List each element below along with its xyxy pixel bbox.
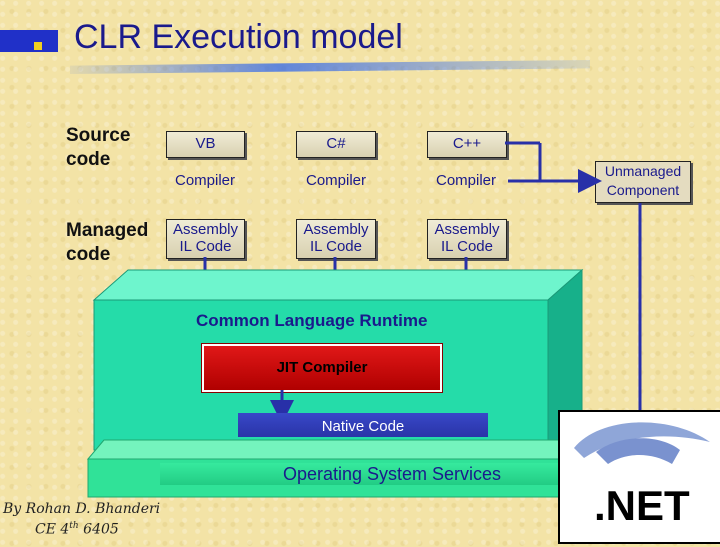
assembly-label: Assembly <box>172 221 239 238</box>
managed-code-label: Managed code <box>66 219 148 267</box>
jit-compiler-box: JIT Compiler <box>201 343 443 393</box>
author-name: By Rohan D. Bhanderi <box>3 501 161 517</box>
os-services-label: Operating System Services <box>160 463 624 485</box>
assembly-label: Assembly <box>434 221 500 238</box>
native-code-box: Native Code <box>238 413 488 437</box>
author-credit: By Rohan D. Bhanderi CE 4th 6405 <box>3 501 160 539</box>
il-code-label: IL Code <box>179 238 232 255</box>
il-code-label: IL Code <box>441 238 493 255</box>
il-code-label: IL Code <box>310 238 362 255</box>
unmanaged-component-box: Unmanaged Component <box>595 161 691 203</box>
slide-title: CLR Execution model <box>74 18 403 56</box>
source-code-label-line2: code <box>66 149 111 170</box>
assembly-box-vb: Assembly IL Code <box>166 219 245 259</box>
assembly-label: Assembly <box>303 221 369 238</box>
compiler-label-csharp: Compiler <box>305 172 366 189</box>
lang-box-csharp: C# <box>296 131 376 158</box>
source-code-label-line1: Source <box>66 125 131 146</box>
unmanaged-label-line2: Component <box>606 182 680 198</box>
managed-code-label-line2: code <box>66 244 111 265</box>
title-bullet-icon <box>0 30 58 52</box>
assembly-box-cpp: Assembly IL Code <box>427 219 507 259</box>
assembly-box-csharp: Assembly IL Code <box>296 219 376 259</box>
author-course: CE 4th 6405 <box>35 521 119 538</box>
source-code-label: Source code <box>66 124 130 172</box>
compiler-label-cpp: Compiler <box>435 172 496 189</box>
dotnet-logo-text: .NET <box>594 482 690 529</box>
compiler-label-vb: Compiler <box>174 172 235 189</box>
dotnet-logo: .NET <box>558 410 720 544</box>
clr-label: Common Language Runtime <box>196 311 428 330</box>
managed-code-label-line1: Managed <box>66 220 149 241</box>
unmanaged-label-line1: Unmanaged <box>604 163 682 179</box>
lang-box-vb: VB <box>166 131 245 158</box>
dotnet-logo-swoosh-icon <box>574 422 710 464</box>
